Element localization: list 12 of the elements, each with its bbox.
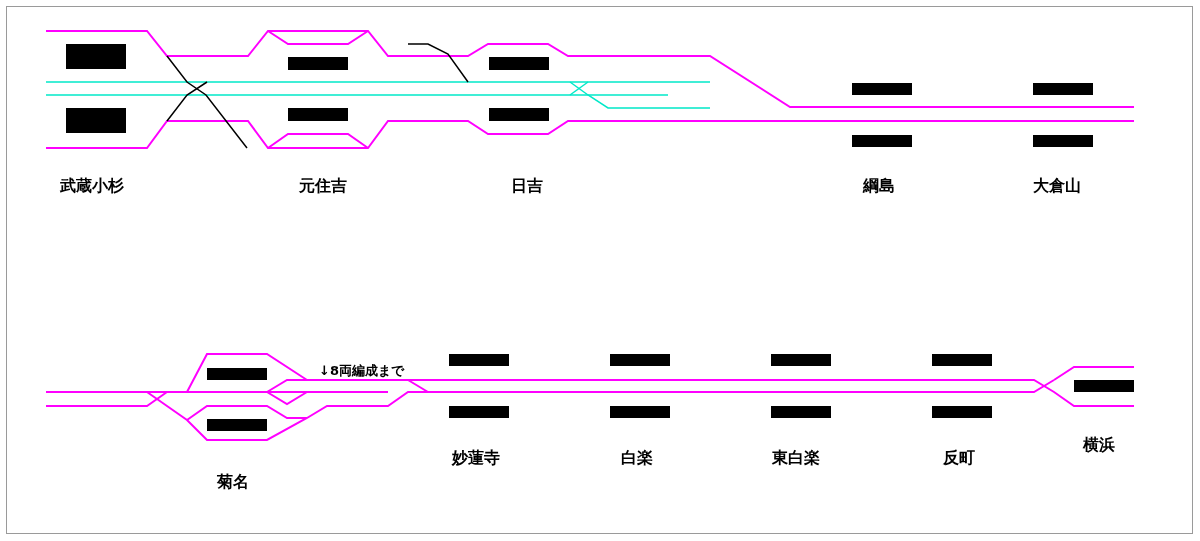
station-name: 横浜 xyxy=(1083,437,1115,453)
station-name: 東白楽 xyxy=(772,450,820,466)
station-name: 綱島 xyxy=(863,178,895,194)
note-label: ↓8両編成まで xyxy=(318,364,405,377)
station-name: 菊名 xyxy=(217,474,249,490)
station-name: 妙蓮寺 xyxy=(452,450,500,466)
station-name: 白楽 xyxy=(621,450,653,466)
station-name: 武蔵小杉 xyxy=(60,178,124,194)
station-name: 元住吉 xyxy=(299,178,347,194)
station-name: 大倉山 xyxy=(1033,178,1081,194)
station-name: 反町 xyxy=(943,450,975,466)
station-name: 日吉 xyxy=(511,178,543,194)
